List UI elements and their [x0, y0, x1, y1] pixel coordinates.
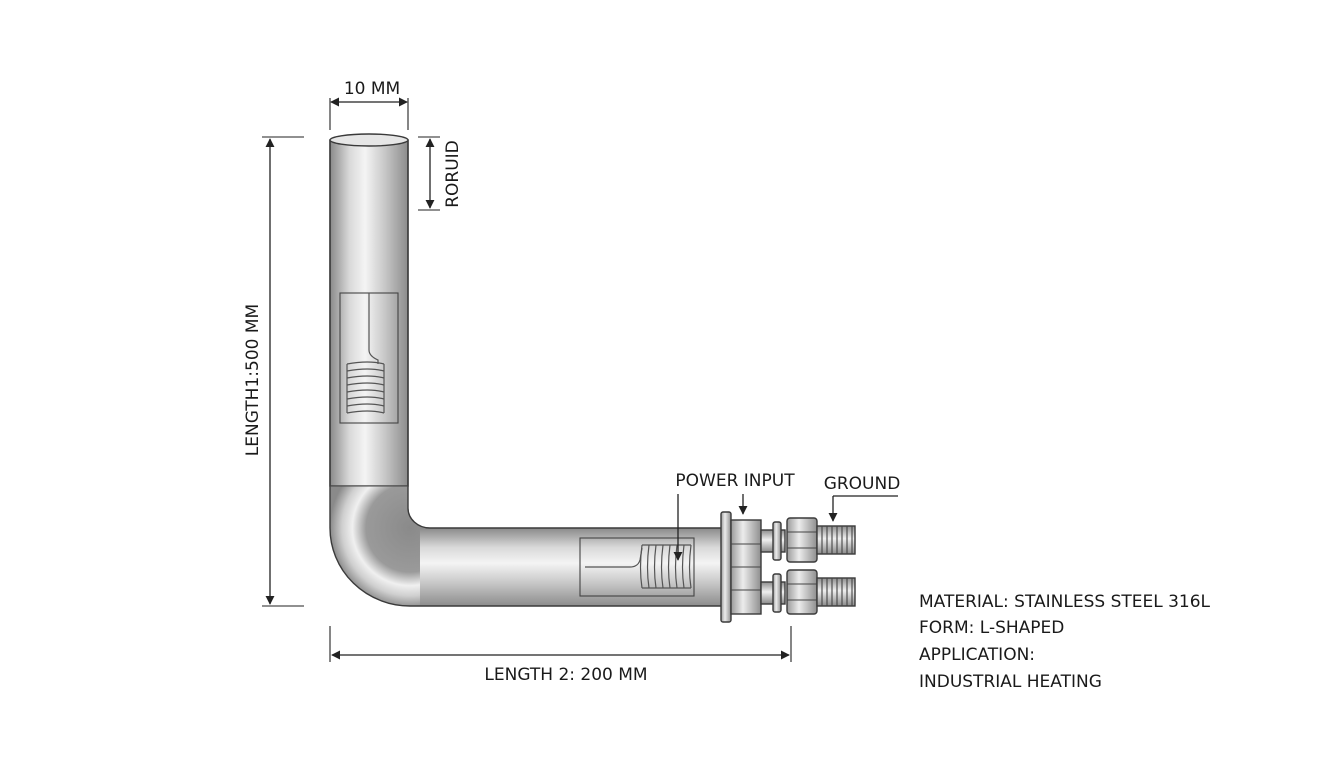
spec-form: FORM: L-SHAPED: [919, 618, 1064, 638]
lower-threaded-stud: [816, 577, 856, 607]
spec-application: APPLICATION:: [919, 645, 1035, 665]
lower-terminal-nut: [786, 569, 818, 615]
length1-label: LENGTH1:500 MM: [243, 304, 263, 456]
top-section-dimension: RORUID: [418, 136, 463, 211]
diameter-dimension: 10 MM: [329, 79, 409, 130]
heating-tube: [329, 133, 725, 607]
vertical-coil: [346, 361, 385, 414]
tube-top-opening: [329, 133, 409, 147]
length1-dimension: LENGTH1:500 MM: [243, 136, 304, 607]
ground-callout: GROUND: [824, 474, 901, 522]
tube-horizontal-leg: [420, 528, 725, 606]
ground-label: GROUND: [824, 474, 901, 494]
spec-application-value: INDUSTRIAL HEATING: [919, 672, 1102, 692]
tube-bend-fill: [330, 486, 428, 606]
length2-dimension: LENGTH 2: 200 MM: [329, 626, 792, 685]
vertical-cutaway: [339, 292, 399, 424]
terminal-assembly: [720, 511, 856, 623]
upper-threaded-stud: [816, 525, 856, 555]
horizontal-coil: [639, 544, 692, 589]
lower-washer: [772, 573, 782, 613]
power-input-label: POWER INPUT: [675, 471, 795, 491]
upper-terminal-nut: [786, 517, 818, 563]
terminal-flange: [720, 511, 732, 623]
horizontal-cutaway: [579, 537, 695, 597]
top-section-label: RORUID: [443, 140, 463, 208]
specs-block: MATERIAL: STAINLESS STEEL 316L FORM: L-S…: [919, 592, 1211, 692]
diameter-label: 10 MM: [344, 79, 400, 99]
length2-label: LENGTH 2: 200 MM: [484, 665, 647, 685]
tube-outline: [329, 140, 725, 607]
spec-material: MATERIAL: STAINLESS STEEL 316L: [919, 592, 1211, 612]
power-input-callout: POWER INPUT: [673, 471, 795, 561]
upper-washer: [772, 521, 782, 561]
